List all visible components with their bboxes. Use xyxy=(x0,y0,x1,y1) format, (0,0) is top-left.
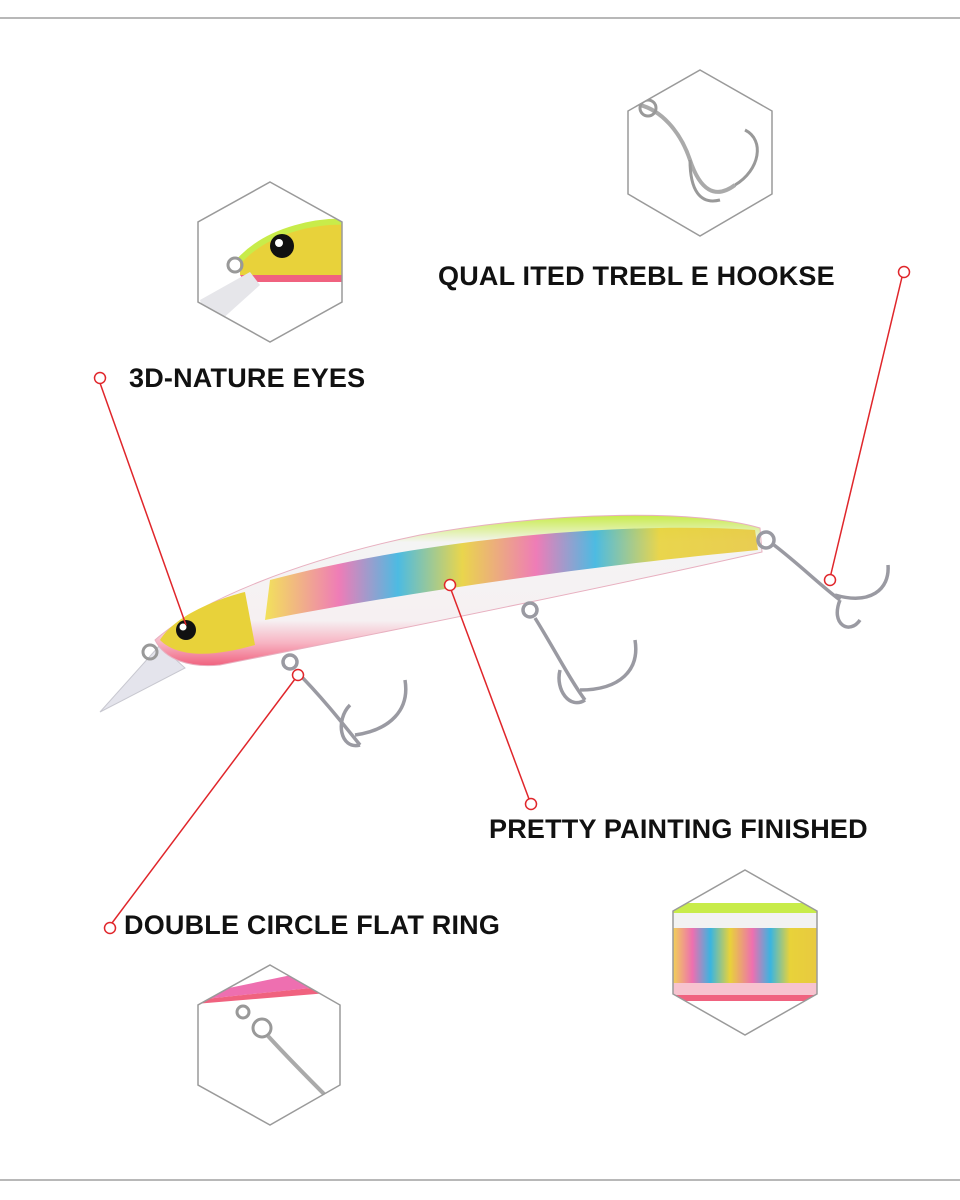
feature-label-ring: DOUBLE CIRCLE FLAT RING xyxy=(124,910,501,940)
feature-label-hooks: QUAL ITED TREBL E HOOKSE xyxy=(438,261,835,291)
painting-detail-hexagon xyxy=(672,869,818,1036)
callout-leaders xyxy=(93,265,911,935)
fishing-lure xyxy=(99,514,890,748)
bottom-divider xyxy=(0,1179,960,1181)
hooks-detail-hexagon xyxy=(627,69,773,237)
feature-label-eyes: 3D-NATURE EYES xyxy=(129,363,366,393)
ring-detail-hexagon xyxy=(197,964,341,1126)
treble-hooks xyxy=(281,530,890,748)
feature-label-painting: PRETTY PAINTING FINISHED xyxy=(489,814,868,844)
top-divider xyxy=(0,17,960,19)
eyes-detail-hexagon xyxy=(197,181,343,343)
